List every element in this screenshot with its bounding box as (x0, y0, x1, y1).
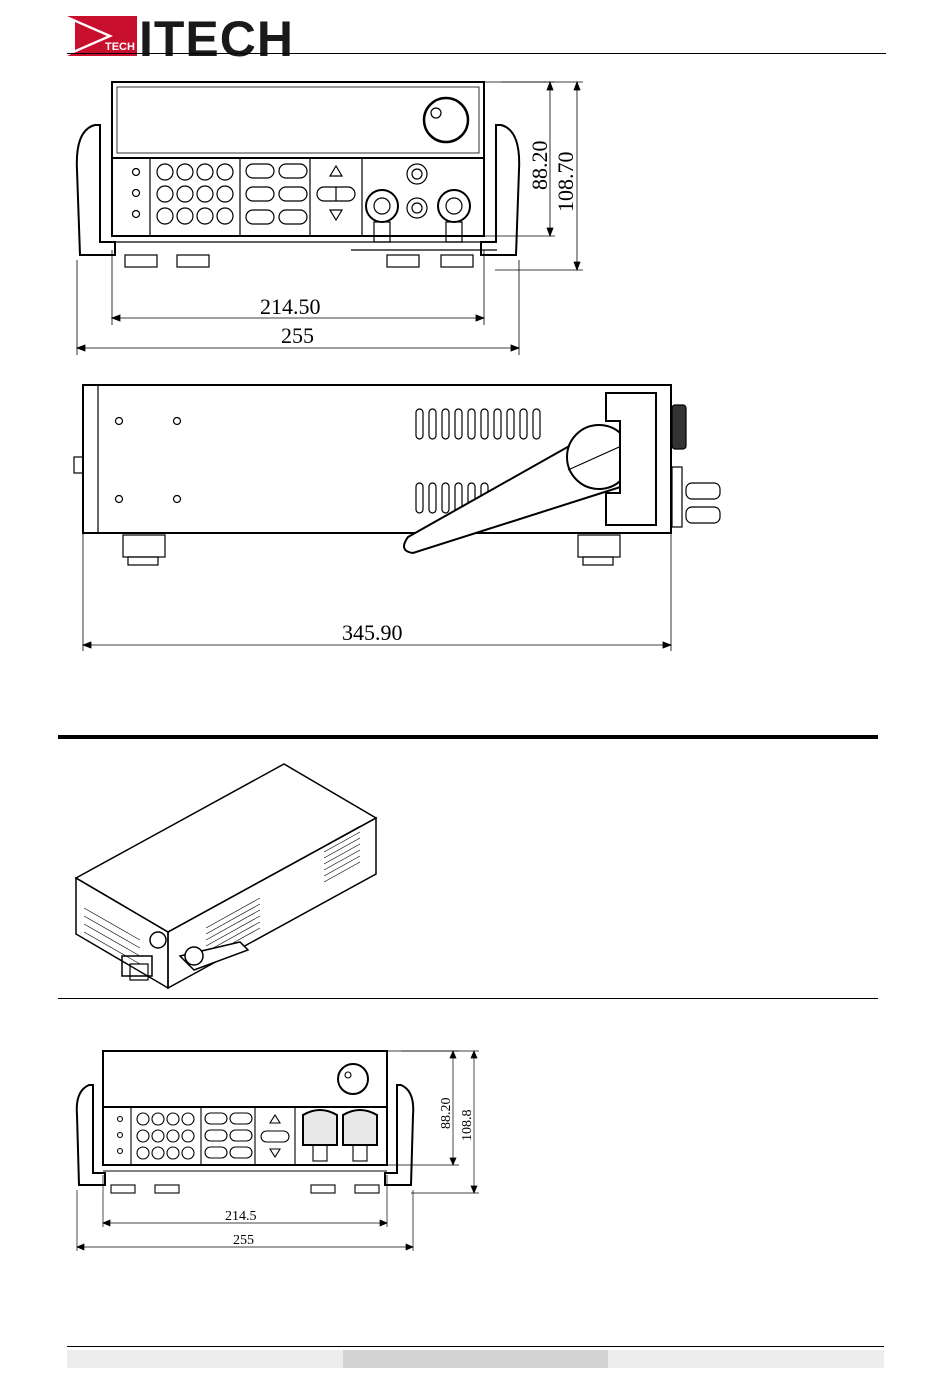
side-feet (123, 535, 620, 565)
alt-terminals (303, 1110, 377, 1161)
right-handle (481, 125, 519, 255)
iso-vents (206, 826, 360, 958)
isometric-drawing (70, 760, 390, 990)
dim-width-inner: 214.50 (260, 294, 321, 319)
front-knob-side (672, 405, 686, 449)
alt-dim-height-inner: 88.20 (439, 1098, 454, 1130)
alt-numeric-keys (137, 1113, 194, 1159)
feet (125, 255, 473, 267)
numeric-keys (157, 164, 233, 224)
alt-feet (111, 1185, 379, 1193)
front-display-panel (112, 82, 484, 158)
alt-knob-icon (338, 1064, 368, 1094)
arrow-keys (317, 166, 355, 220)
dimension-lines (77, 82, 583, 355)
dim-height-inner: 88.20 (527, 141, 552, 191)
left-handle (77, 125, 115, 255)
dim-width-total: 255 (281, 323, 314, 348)
dim-height-total: 108.70 (553, 152, 578, 213)
alt-dim-height-total: 108.8 (460, 1110, 475, 1142)
section-divider-thin (58, 998, 878, 999)
footer-rule (67, 1346, 884, 1347)
alt-dim-width-inner: 214.5 (225, 1209, 257, 1224)
side-view-drawing: 345.90 (68, 375, 748, 665)
alt-dim-width-total: 255 (233, 1233, 254, 1248)
logo-sub-text: TECH (105, 41, 135, 53)
section-divider (58, 735, 878, 739)
alt-left-handle (77, 1085, 105, 1185)
footer-page-box (343, 1350, 608, 1368)
logo-text: ITECH (139, 14, 294, 64)
alt-right-handle (385, 1085, 413, 1185)
knob-icon (424, 98, 468, 142)
function-keys (246, 164, 307, 224)
header-rule (67, 53, 886, 54)
dim-depth: 345.90 (342, 620, 403, 645)
output-terminals (366, 164, 470, 242)
alt-function-keys (205, 1113, 252, 1158)
front-view-alt-drawing: 214.5 255 88.20 108.8 (65, 1045, 505, 1260)
logo: TECH ITECH (67, 14, 307, 56)
front-view-drawing: 214.50 255 88.20 108.70 (55, 70, 655, 370)
vent-slots-top (416, 409, 540, 439)
